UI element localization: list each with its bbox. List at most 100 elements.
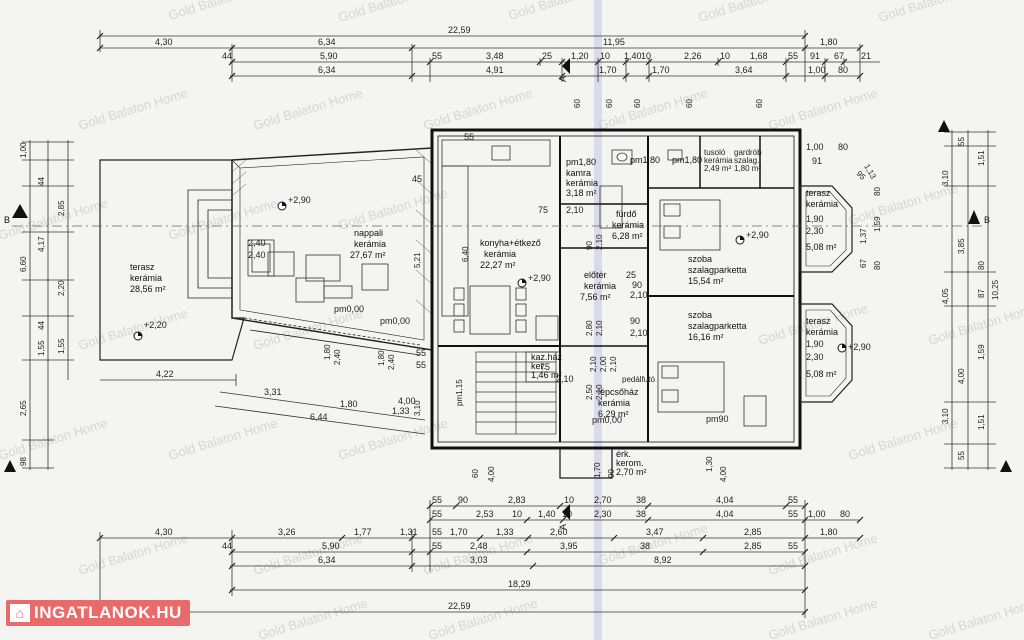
svg-text:3,10: 3,10 [941,170,950,186]
svg-text:pm1,80: pm1,80 [672,155,702,165]
svg-text:60: 60 [755,99,764,108]
svg-text:kamra: kamra [566,168,591,178]
svg-text:pm1,80: pm1,80 [566,157,596,167]
svg-text:2,10: 2,10 [589,356,598,372]
svg-text:3,10: 3,10 [941,408,950,424]
svg-text:+2,90: +2,90 [746,230,769,240]
svg-text:1,40: 1,40 [624,51,642,61]
svg-text:szalag.: szalag. [734,156,759,165]
svg-text:érk.: érk. [616,449,631,459]
svg-text:4,00: 4,00 [398,396,416,406]
svg-text:98: 98 [19,457,28,466]
svg-text:1,20: 1,20 [571,51,589,61]
svg-text:10: 10 [641,51,651,61]
svg-text:kerámia: kerámia [584,281,616,291]
bottom-dimension-lines [99,500,860,618]
svg-text:1,30: 1,30 [705,456,714,472]
svg-text:55: 55 [788,509,798,519]
svg-text:55: 55 [432,527,442,537]
svg-text:10,25: 10,25 [991,279,1000,300]
top-dimension-ticks [96,32,864,80]
svg-text:3,10: 3,10 [413,400,422,416]
svg-text:Gold Balaton Home: Gold Balaton Home [0,195,109,243]
svg-text:pedálfutó: pedálfutó [622,375,655,384]
svg-text:előtér: előtér [584,270,607,280]
left-dimension-lines [22,140,74,470]
svg-text:fürdő: fürdő [616,209,637,219]
bath-fixtures [599,149,633,229]
svg-text:55: 55 [432,495,442,505]
svg-text:pm0,00: pm0,00 [334,304,364,314]
svg-text:2,10: 2,10 [595,234,604,250]
svg-text:Gold Balaton Home: Gold Balaton Home [251,530,364,578]
svg-text:1,80 m²: 1,80 m² [734,164,761,173]
svg-text:3,03: 3,03 [470,555,488,565]
living-room-furniture [247,239,389,303]
svg-text:3,85: 3,85 [957,238,966,254]
svg-text:1,33: 1,33 [496,527,514,537]
svg-text:1,80: 1,80 [377,350,386,366]
svg-text:Gold Balaton Home: Gold Balaton Home [426,595,539,640]
top-dimension-labels: 22,59 4,30 6,34 11,95 1,80 44 5,90 55 3,… [155,25,871,75]
svg-text:6,44: 6,44 [310,412,328,422]
svg-text:75: 75 [538,205,548,215]
svg-text:10: 10 [720,51,730,61]
svg-text:90: 90 [632,280,642,290]
svg-text:+2,90: +2,90 [528,273,551,283]
svg-text:1,70: 1,70 [599,65,617,75]
svg-text:2,60: 2,60 [550,527,568,537]
svg-text:67: 67 [834,51,844,61]
svg-text:Gold Balaton Home: Gold Balaton Home [766,85,879,133]
svg-text:2,50: 2,50 [585,384,594,400]
svg-text:Gold Balaton Home: Gold Balaton Home [926,300,1024,348]
svg-text:75: 75 [540,362,550,372]
section-marker-a-bottom: A [558,504,570,530]
svg-text:Gold Balaton Home: Gold Balaton Home [696,0,809,25]
svg-text:22,59: 22,59 [448,25,471,35]
svg-text:2,10: 2,10 [556,374,574,384]
svg-text:2,20: 2,20 [57,280,66,296]
svg-text:2,85: 2,85 [57,200,66,216]
svg-text:1,46 m²: 1,46 m² [531,370,562,380]
svg-text:6,28 m²: 6,28 m² [612,231,643,241]
svg-text:5,90: 5,90 [322,541,340,551]
svg-text:45: 45 [412,174,422,184]
svg-text:Gold Balaton Home: Gold Balaton Home [846,180,959,228]
living-room-hatch [231,149,433,315]
site-logo[interactable]: ⌂ INGATLANOK.HU [6,600,190,626]
svg-text:1,80: 1,80 [323,344,332,360]
house-icon: ⌂ [10,604,30,622]
svg-text:44: 44 [222,51,232,61]
svg-text:2,10: 2,10 [609,356,618,372]
svg-text:nappali: nappali [354,228,383,238]
svg-text:4,22: 4,22 [156,369,174,379]
svg-text:2,80: 2,80 [585,320,594,336]
left-dimension-labels: 1,00 44 2,85 4,17 6,60 2,20 44 1,55 1,55… [19,142,66,466]
svg-text:11,95: 11,95 [603,37,625,47]
svg-text:1,40: 1,40 [538,509,556,519]
svg-text:91: 91 [810,51,820,61]
svg-text:6,60: 6,60 [19,256,28,272]
svg-text:21: 21 [861,51,871,61]
kitchen-furniture [441,139,559,341]
svg-text:Gold Balaton Home: Gold Balaton Home [0,415,109,463]
svg-text:5,90: 5,90 [320,51,338,61]
svg-text:38: 38 [636,509,646,519]
room-toilet: pm1,80 tusoló kerámia 2,49 m² [672,148,733,173]
svg-text:25: 25 [542,51,552,61]
svg-text:kerámia: kerámia [130,273,162,283]
svg-text:55: 55 [957,451,966,460]
svg-text:1,51: 1,51 [977,414,986,430]
svg-text:B: B [4,215,10,225]
svg-text:15,54 m²: 15,54 m² [688,276,724,286]
svg-text:3,47: 3,47 [646,527,664,537]
svg-text:80: 80 [840,509,850,519]
svg-text:1,70: 1,70 [593,462,602,478]
svg-text:3,18 m²: 3,18 m² [566,188,597,198]
room-terrace-se: terasz kerámia 5,08 m² 1,90 2,30 +2,90 [806,316,871,379]
svg-text:90: 90 [585,241,594,250]
svg-text:10: 10 [600,51,610,61]
window-labels-top: 60 60 60 60 60 55 1,00 80 91 [464,99,848,166]
staircase [475,351,557,435]
svg-text:kerámia: kerámia [806,327,838,337]
